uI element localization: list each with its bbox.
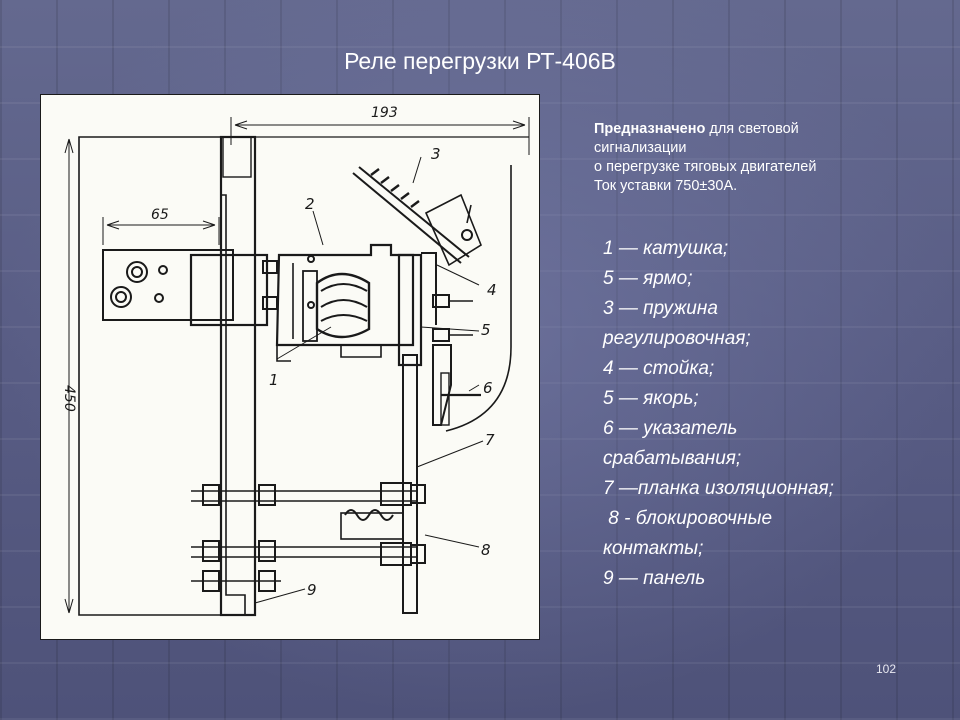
- relay-schematic-svg: 193 65 450 1 2 3 4 5 6 7 8 9: [61, 105, 530, 617]
- purpose-line-1: Предназначено для световой: [594, 121, 799, 137]
- legend-item: 6 — указатель: [603, 418, 738, 439]
- dimension-width-label: 193: [371, 105, 398, 121]
- legend-item: 4 — стойка;: [603, 358, 715, 379]
- legend-item: 1 — катушка;: [603, 238, 729, 259]
- legend-item: 3 — пружина: [603, 298, 718, 319]
- legend-item: 8 - блокировочные: [603, 508, 773, 529]
- callout-5: 5: [481, 321, 491, 339]
- page-number: 102: [876, 662, 897, 676]
- parts-legend: 1 — катушка; 5 — ярмо; 3 — пружина регул…: [603, 234, 933, 594]
- legend-item: регулировочная;: [603, 328, 751, 349]
- legend-item: контакты;: [603, 538, 704, 559]
- legend-item: 9 — панель: [603, 568, 706, 589]
- callout-6: 6: [483, 379, 493, 397]
- legend-item: 5 — ярмо;: [603, 268, 693, 289]
- callout-9: 9: [307, 581, 317, 599]
- callout-1: 1: [269, 371, 279, 389]
- relay-drawing: 193 65 450 1 2 3 4 5 6 7 8 9: [40, 94, 540, 640]
- callout-4: 4: [487, 281, 497, 299]
- callout-3: 3: [431, 145, 441, 163]
- purpose-bold: Предназначено: [594, 121, 706, 137]
- purpose-line-3: о перегрузке тяговых двигателей: [594, 159, 817, 175]
- legend-item: 7 —планка изоляционная;: [603, 478, 834, 499]
- purpose-line-2: сигнализации: [594, 140, 687, 156]
- callout-2: 2: [305, 195, 315, 213]
- purpose-line-4: Ток уставки 750±30А.: [594, 178, 738, 194]
- slide-title: Реле перегрузки РТ-406В: [344, 48, 616, 74]
- dimension-offset-label: 65: [151, 207, 169, 223]
- callout-7: 7: [485, 431, 495, 449]
- legend-item: 5 — якорь;: [603, 388, 699, 409]
- callout-8: 8: [481, 541, 491, 559]
- dimension-height-label: 450: [61, 385, 77, 412]
- purpose-text: Предназначено для световой сигнализации …: [594, 120, 924, 196]
- legend-item: срабатывания;: [603, 448, 742, 469]
